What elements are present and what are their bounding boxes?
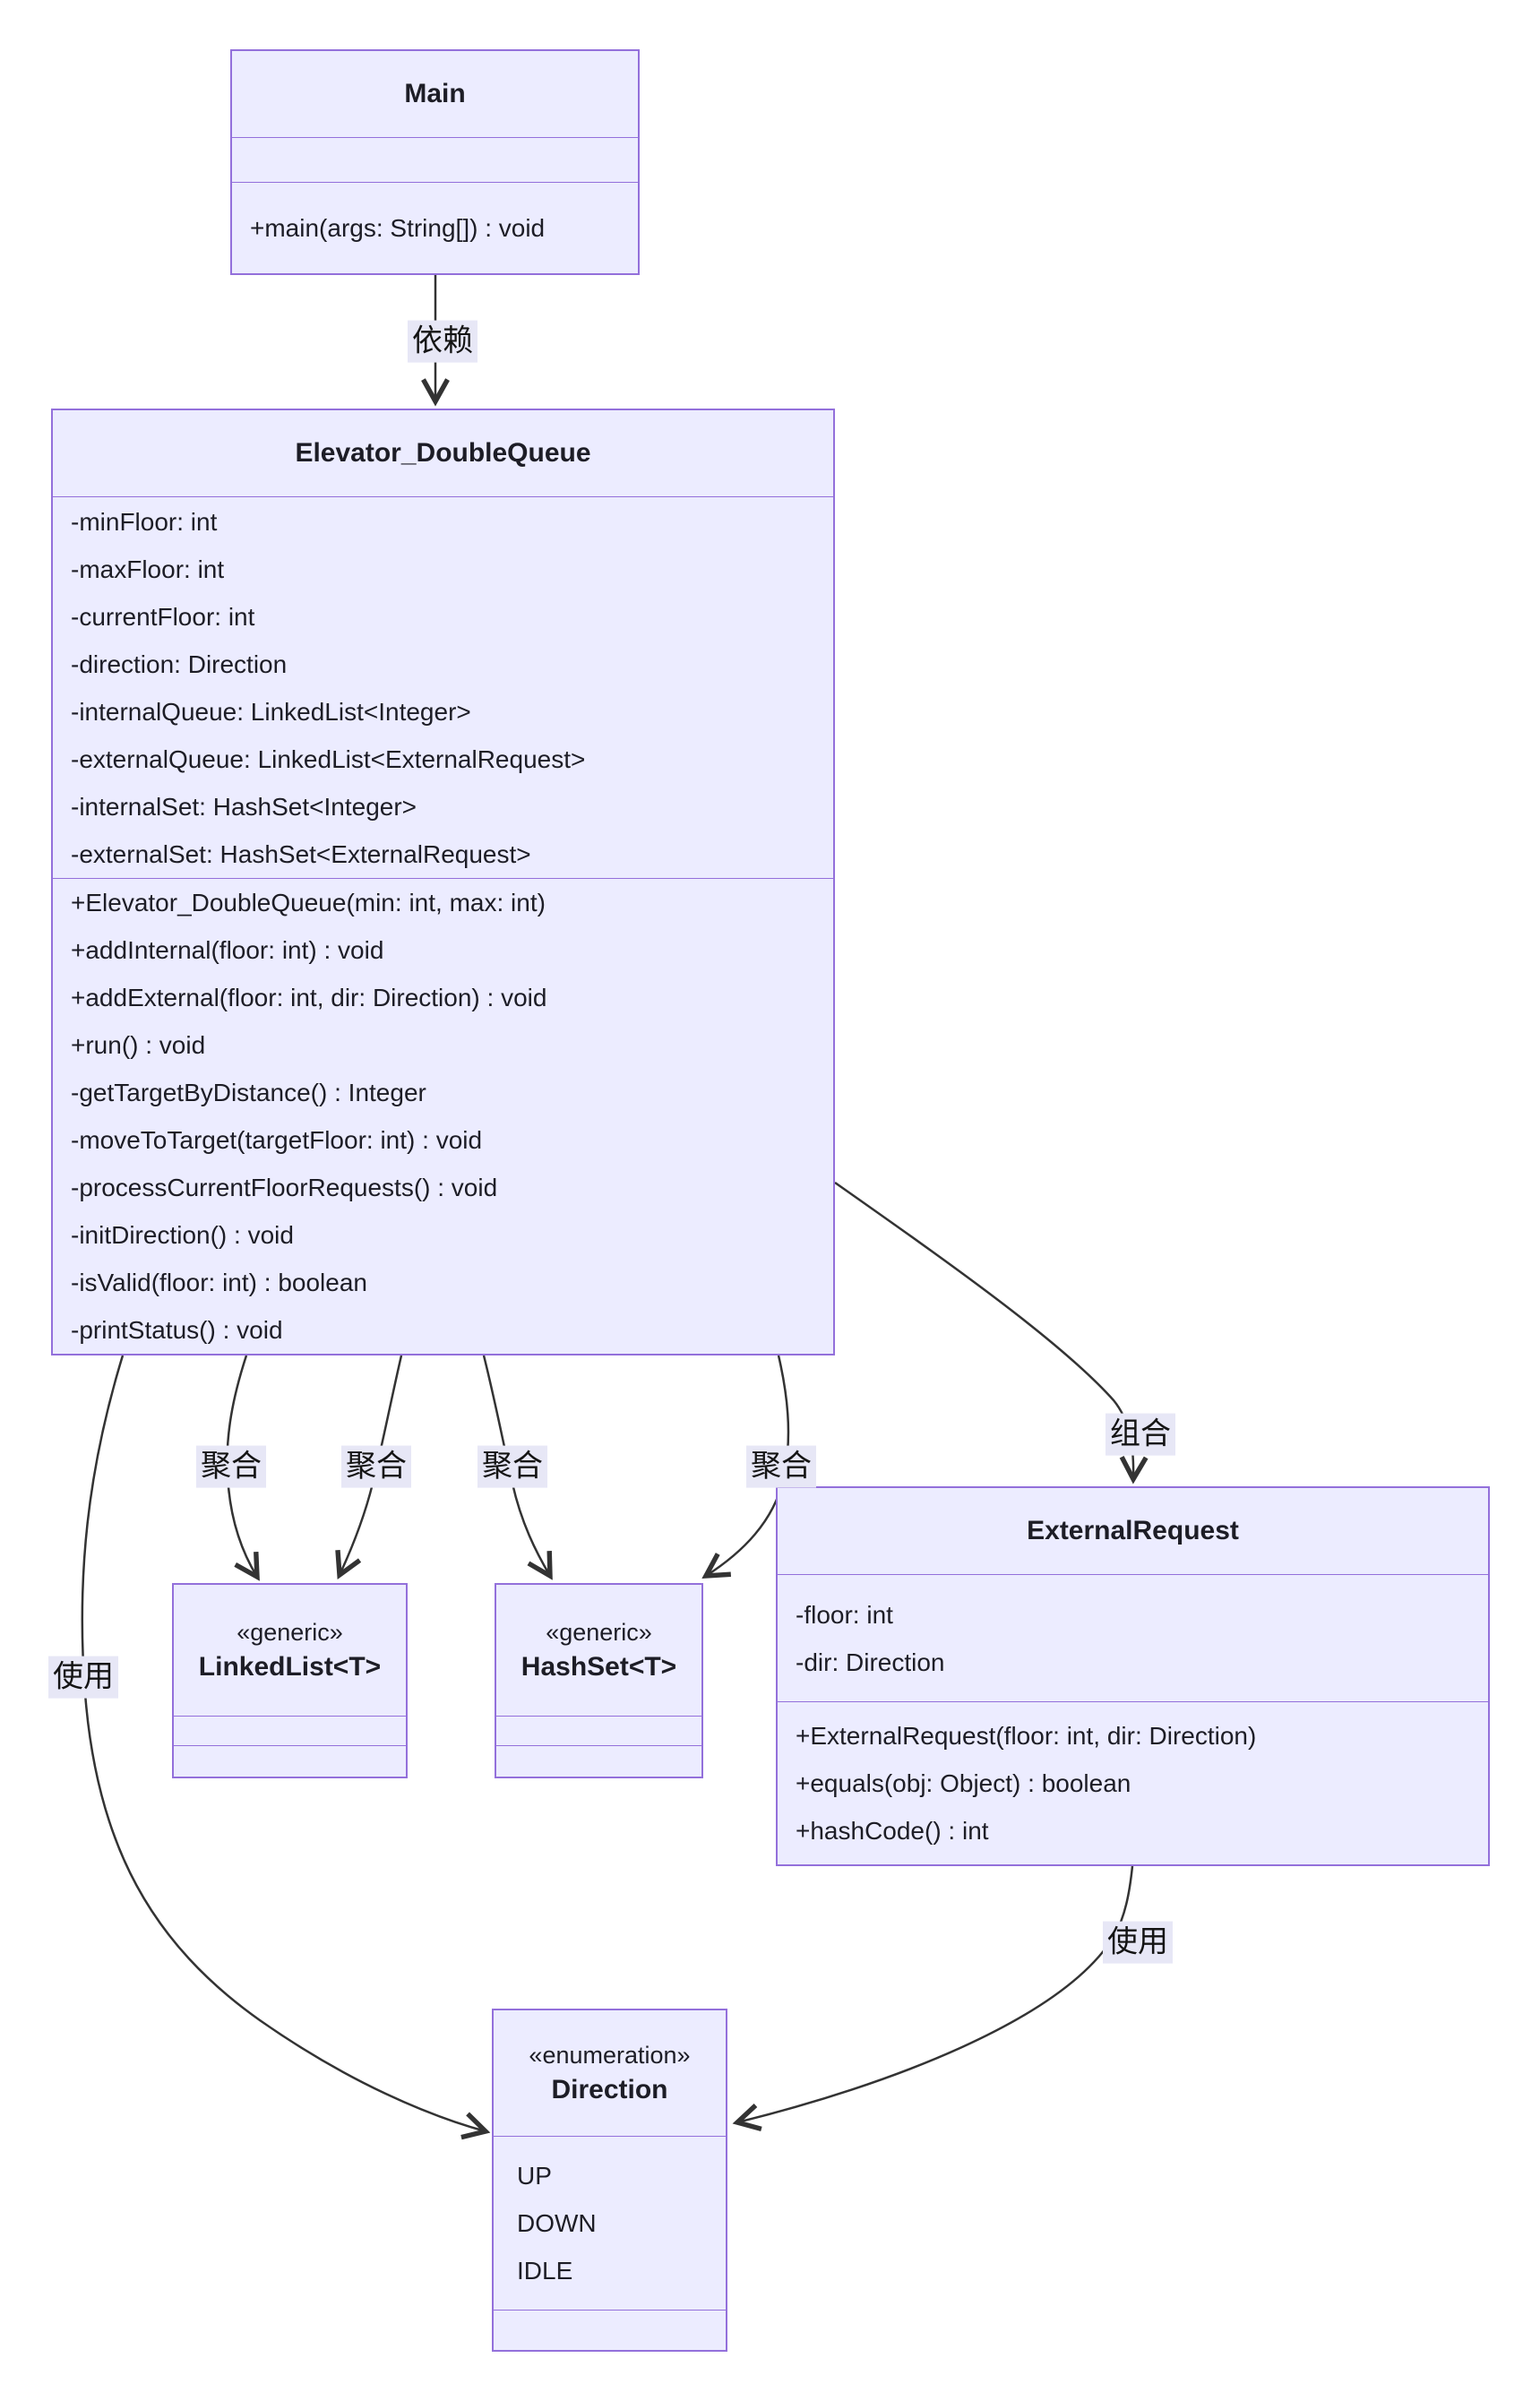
edge-label-usage-right: 使用 — [1103, 1921, 1173, 1964]
method: -getTargetByDistance() : Integer — [71, 1078, 426, 1106]
class-direction-enum: «enumeration» Direction UP DOWN IDLE — [492, 2009, 727, 2352]
class-main-methods: +main(args: String[]) : void — [232, 183, 638, 272]
class-hashset-title: HashSet<T> — [521, 1651, 677, 1682]
class-direction-stereotype: «enumeration» — [529, 2041, 691, 2069]
attribute: -externalQueue: LinkedList<ExternalReque… — [71, 744, 586, 773]
class-hashset-attributes-empty — [496, 1717, 701, 1746]
method: -processCurrentFloorRequests() : void — [71, 1173, 498, 1201]
class-externalrequest-attributes: -floor: int -dir: Direction — [778, 1575, 1488, 1702]
class-direction-title: Direction — [551, 2074, 668, 2104]
attribute: -currentFloor: int — [71, 602, 255, 631]
edge-label-composition: 组合 — [1106, 1413, 1175, 1456]
method: -printStatus() : void — [71, 1315, 283, 1344]
method: +Elevator_DoubleQueue(min: int, max: int… — [71, 888, 546, 917]
class-elevator-doublequeue: Elevator_DoubleQueue -minFloor: int -max… — [51, 409, 835, 1355]
method: +addInternal(floor: int) : void — [71, 935, 384, 964]
class-linkedlist-title: LinkedList<T> — [198, 1651, 382, 1682]
method: +addExternal(floor: int, dir: Direction)… — [71, 983, 547, 1011]
method: +hashCode() : int — [796, 1816, 989, 1845]
class-direction-values: UP DOWN IDLE — [494, 2137, 726, 2311]
class-main-title: Main — [404, 79, 466, 108]
attribute: -floor: int — [796, 1600, 893, 1629]
attribute: -dir: Direction — [796, 1648, 945, 1676]
class-linkedlist-methods-empty — [174, 1746, 406, 1776]
attribute: -direction: Direction — [71, 650, 288, 678]
class-linkedlist: «generic» LinkedList<T> — [172, 1583, 408, 1778]
method: +run() : void — [71, 1030, 206, 1059]
attribute: -internalSet: HashSet<Integer> — [71, 792, 417, 821]
class-linkedlist-stereotype: «generic» — [237, 1618, 343, 1646]
class-linkedlist-attributes-empty — [174, 1717, 406, 1746]
class-externalrequest: ExternalRequest -floor: int -dir: Direct… — [776, 1486, 1490, 1866]
attribute: -maxFloor: int — [71, 555, 225, 583]
class-elevator-title: Elevator_DoubleQueue — [295, 438, 591, 468]
class-elevator-methods: +Elevator_DoubleQueue(min: int, max: int… — [53, 879, 833, 1353]
edge-usage-externalrequest-direction — [737, 1865, 1134, 2122]
attribute: -minFloor: int — [71, 507, 218, 536]
method: -isValid(floor: int) : boolean — [71, 1268, 367, 1296]
class-elevator-attributes: -minFloor: int -maxFloor: int -currentFl… — [53, 497, 833, 879]
edge-composition-elevator-externalrequest — [834, 1181, 1133, 1479]
attribute: -externalSet: HashSet<ExternalRequest> — [71, 839, 531, 868]
edge-label-aggregation-2: 聚合 — [341, 1445, 411, 1488]
class-hashset-methods-empty — [496, 1746, 701, 1776]
method: -initDirection() : void — [71, 1220, 294, 1249]
edge-label-usage-left: 使用 — [48, 1656, 118, 1699]
class-hashset-stereotype: «generic» — [546, 1618, 652, 1646]
attribute: -internalQueue: LinkedList<Integer> — [71, 697, 471, 726]
method: +equals(obj: Object) : boolean — [796, 1768, 1131, 1797]
edge-usage-elevator-direction — [81, 1355, 486, 2131]
method: -moveToTarget(targetFloor: int) : void — [71, 1125, 483, 1154]
enum-value: IDLE — [517, 2257, 573, 2285]
enum-value: DOWN — [517, 2209, 597, 2237]
edge-label-aggregation-4: 聚合 — [746, 1445, 816, 1488]
class-direction-methods-empty — [494, 2311, 726, 2349]
class-externalrequest-title: ExternalRequest — [1027, 1516, 1239, 1545]
method: +main(args: String[]) : void — [250, 213, 546, 242]
class-main-attributes-empty — [232, 138, 638, 183]
edge-label-aggregation-1: 聚合 — [196, 1445, 266, 1488]
class-main: Main +main(args: String[]) : void — [230, 49, 640, 275]
class-externalrequest-methods: +ExternalRequest(floor: int, dir: Direct… — [778, 1702, 1488, 1863]
edge-label-aggregation-3: 聚合 — [477, 1445, 547, 1488]
class-hashset: «generic» HashSet<T> — [495, 1583, 703, 1778]
method: +ExternalRequest(floor: int, dir: Direct… — [796, 1721, 1257, 1750]
edge-label-dependency: 依赖 — [408, 320, 477, 363]
enum-value: UP — [517, 2162, 552, 2190]
